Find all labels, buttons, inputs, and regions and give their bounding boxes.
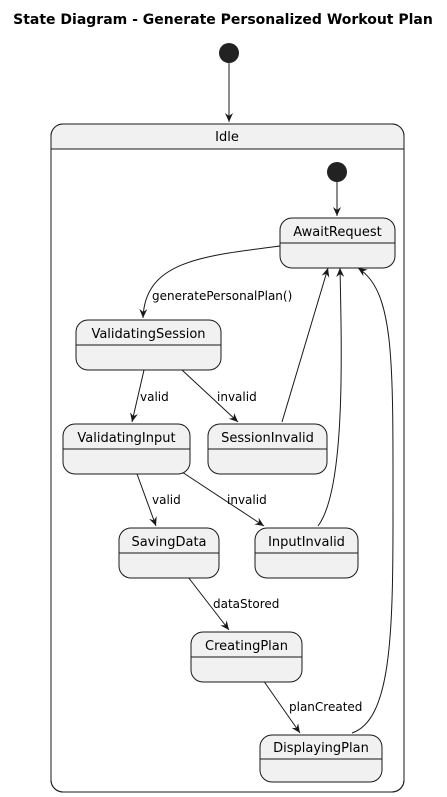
edge-awaitrequest-to-validatingsession [139, 245, 281, 319]
state-sessioninvalid-label: SessionInvalid [221, 431, 314, 446]
edge-validatinginput-to-inputinvalid [181, 471, 265, 527]
edge-validatinginput-to-savingdata [136, 473, 157, 527]
edge-creatingplan-to-displayingplan [262, 679, 301, 734]
idle-header [51, 124, 404, 149]
state-savingdata: SavingData [118, 527, 220, 579]
label-input-invalid: invalid [227, 493, 267, 507]
idle-border [50, 123, 405, 793]
label-plan-created: planCreated [289, 700, 362, 714]
edge-displayingplan-to-awaitrequest [351, 267, 394, 734]
state-displayingplan-label: DisplayingPlan [273, 741, 369, 756]
state-savingdata-label: SavingData [131, 535, 206, 550]
edge-validatingsession-to-sessioninvalid [181, 369, 239, 423]
state-validatinginput: ValidatingInput [62, 423, 191, 475]
edge-sessioninvalid-to-awaitrequest [281, 267, 330, 423]
edge-savingdata-to-creatingplan [187, 576, 230, 631]
state-sessioninvalid: SessionInvalid [207, 423, 328, 475]
label-session-valid: valid [140, 390, 169, 404]
edge-inputinvalid-to-awaitrequest [317, 267, 345, 527]
label-generate: generatePersonalPlan() [152, 289, 292, 303]
state-validatinginput-label: ValidatingInput [77, 431, 175, 446]
edge-validatingsession-to-validatinginput [130, 369, 145, 423]
idle-label: Idle [215, 130, 239, 145]
state-validatingsession: ValidatingSession [75, 319, 222, 371]
inner-initial-node [327, 162, 347, 182]
state-inputinvalid: InputInvalid [254, 527, 359, 579]
label-data-stored: dataStored [213, 597, 279, 611]
label-session-invalid: invalid [217, 390, 257, 404]
diagram-title: State Diagram - Generate Personalized Wo… [13, 12, 433, 28]
state-creatingplan-label: CreatingPlan [205, 639, 288, 654]
label-input-valid: valid [152, 493, 181, 507]
state-creatingplan: CreatingPlan [190, 631, 303, 683]
state-awaitrequest-label: AwaitRequest [293, 225, 381, 240]
outer-initial-node [219, 43, 239, 63]
state-inputinvalid-label: InputInvalid [268, 535, 345, 550]
state-displayingplan: DisplayingPlan [259, 734, 383, 783]
state-validatingsession-label: ValidatingSession [91, 327, 205, 342]
state-awaitrequest: AwaitRequest [279, 217, 396, 269]
